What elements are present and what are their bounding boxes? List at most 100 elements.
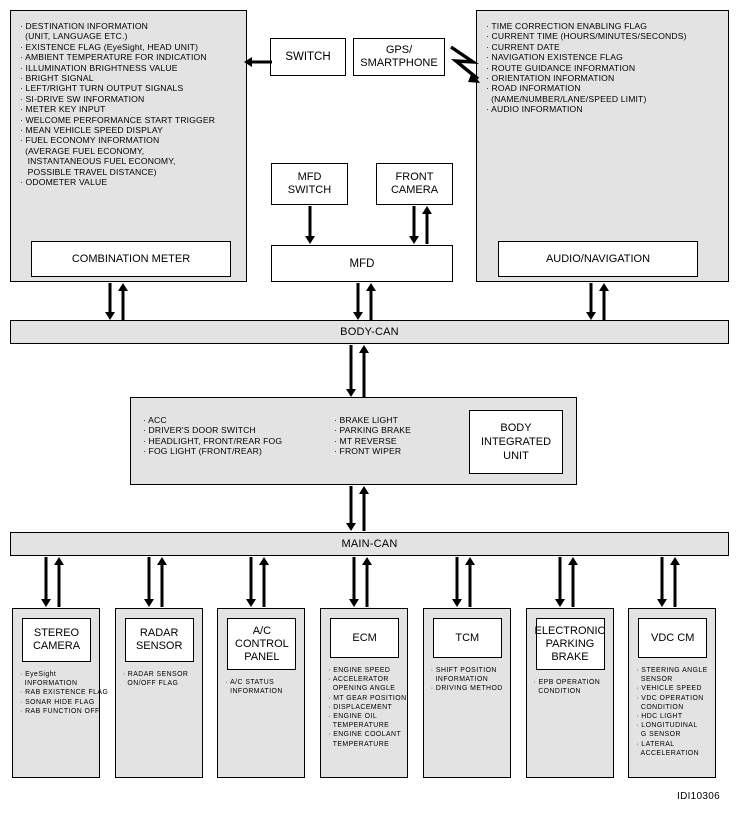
module-signal-list: · A/C STATUS INFORMATION — [225, 678, 301, 696]
signal-line: · METER KEY INPUT — [20, 104, 106, 115]
arrow-mfd-switch-to-mfd — [304, 206, 316, 244]
signal-line: OPENING ANGLE — [328, 685, 396, 693]
arrow-bodycan-to-meter — [117, 283, 129, 320]
signal-line: · DRIVING METHOD — [430, 685, 503, 693]
signal-line: · ROUTE GUIDANCE INFORMATION — [486, 62, 636, 73]
arrow-module-to-maincan — [53, 557, 65, 607]
arrow-bodycan-to-mfd — [365, 283, 377, 320]
signal-line: · MT REVERSE — [334, 435, 397, 446]
combination-meter-signal-list: · DESTINATION INFORMATION (UNIT, LANGUAG… — [20, 21, 240, 188]
signal-line: · HDC LIGHT — [636, 713, 683, 721]
signal-line: · SONAR HIDE FLAG — [20, 698, 95, 706]
gps-smartphone-box[interactable]: GPS/ SMARTPHONE — [353, 38, 445, 76]
module-title-label: TCM — [455, 631, 480, 644]
arrow-switch-to-meter — [244, 57, 272, 67]
signal-line: ACCELERATION — [636, 749, 700, 757]
signal-line: (AVERAGE FUEL ECONOMY, — [20, 145, 145, 156]
signal-line: · CURRENT TIME (HOURS/MINUTES/SECONDS) — [486, 31, 687, 42]
arrow-maincan-to-module — [40, 557, 52, 607]
signal-line: · EyeSight — [20, 671, 57, 678]
signal-line: CONDITION — [533, 688, 581, 696]
body-can-bus: BODY-CAN — [10, 320, 729, 344]
biu-signal-list-right: · BRAKE LIGHT· PARKING BRAKE· MT REVERSE… — [334, 415, 494, 457]
signal-line: · AUDIO INFORMATION — [486, 104, 583, 115]
arrow-module-to-maincan — [258, 557, 270, 607]
mfd-box[interactable]: MFD — [271, 245, 453, 282]
signal-line: · FOG LIGHT (FRONT/REAR) — [143, 446, 262, 457]
signal-line: · LATERAL — [636, 740, 675, 748]
module-title-label: A/C CONTROL PANEL — [235, 624, 289, 663]
signal-line: SENSOR — [636, 676, 673, 684]
module-title-box[interactable]: RADAR SENSOR — [124, 618, 194, 662]
mfd-switch-label: MFD SWITCH — [287, 171, 332, 196]
module-panel: STEREO CAMERA· EyeSight INFORMATION· RAB… — [12, 608, 108, 778]
signal-line: · STEERING ANGLE — [636, 667, 708, 674]
module-title-box[interactable]: ECM — [330, 618, 400, 658]
arrow-biu-to-bodycan — [358, 345, 370, 397]
signal-line: INSTANTANEOUS FUEL ECONOMY, — [20, 156, 176, 167]
switch-box[interactable]: SWITCH — [270, 38, 346, 76]
arrow-maincan-to-module — [451, 557, 463, 607]
module-title-box[interactable]: STEREO CAMERA — [22, 618, 91, 662]
signal-line: · ENGINE COOLANT — [328, 731, 402, 739]
module-signal-list: · EyeSight INFORMATION· RAB EXISTENCE FL… — [20, 670, 108, 716]
signal-line: (UNIT, LANGUAGE ETC.) — [20, 31, 128, 42]
main-can-bus: MAIN-CAN — [10, 532, 729, 556]
signal-line: · RAB FUNCTION OFF — [20, 707, 100, 715]
signal-line: · ACCELERATOR — [328, 676, 389, 684]
module-panel: ELECTRONIC PARKING BRAKE · EPB OPERATION … — [525, 608, 614, 778]
mfd-switch-box[interactable]: MFD SWITCH — [271, 163, 348, 205]
signal-line: POSSIBLE TRAVEL DISTANCE) — [20, 166, 157, 177]
combination-meter-box: COMBINATION METER — [31, 241, 231, 277]
module-panel: RADAR SENSOR · RADAR SENSOR ON/OFF FLAG — [114, 608, 203, 778]
signal-line: · NAVIGATION EXISTENCE FLAG — [486, 52, 623, 63]
mfd-label: MFD — [349, 257, 375, 270]
front-camera-box[interactable]: FRONT CAMERA — [376, 163, 453, 205]
signal-line: · SHIFT POSITION — [430, 667, 497, 674]
signal-line: · A/C STATUS — [225, 679, 275, 686]
audio-navigation-box: AUDIO/NAVIGATION — [498, 241, 698, 277]
arrow-module-to-maincan — [567, 557, 579, 607]
signal-line: · WELCOME PERFORMANCE START TRIGGER — [20, 114, 216, 125]
signal-line: · FRONT WIPER — [334, 446, 402, 457]
front-camera-label: FRONT CAMERA — [390, 171, 439, 196]
module-title-box[interactable]: VDC CM — [638, 618, 708, 658]
arrow-mfd-to-front-camera — [421, 206, 433, 244]
arrow-front-camera-to-mfd — [408, 206, 420, 244]
body-integrated-unit-label: BODY INTEGRATED UNIT — [480, 422, 552, 462]
signal-line: · ODOMETER VALUE — [20, 177, 108, 188]
signal-line: INFORMATION — [20, 680, 78, 688]
module-signal-list: · RADAR SENSOR ON/OFF FLAG — [123, 670, 199, 688]
module-title-box[interactable]: TCM — [432, 618, 502, 658]
body-integrated-unit-box: BODY INTEGRATED UNIT — [469, 410, 563, 474]
combination-meter-panel: · DESTINATION INFORMATION (UNIT, LANGUAG… — [10, 10, 247, 282]
signal-line: · DISPLACEMENT — [328, 703, 393, 711]
signal-line: ON/OFF FLAG — [122, 680, 179, 688]
module-signal-list: · ENGINE SPEED · ACCELERATOR OPENING ANGL… — [328, 666, 407, 749]
signal-line: TEMPERATURE — [328, 740, 390, 748]
signal-line: · VDC OPERATION — [636, 694, 704, 702]
signal-line: · RADAR SENSOR — [122, 671, 189, 678]
arrow-maincan-to-module — [554, 557, 566, 607]
signal-line: G SENSOR — [636, 731, 681, 739]
module-title-label: RADAR SENSOR — [135, 627, 183, 652]
module-title-box[interactable]: A/C CONTROL PANEL — [227, 618, 297, 670]
signal-line: · DRIVER'S DOOR SWITCH — [143, 425, 256, 436]
module-signal-list: · SHIFT POSITION INFORMATION· DRIVING ME… — [431, 666, 507, 694]
arrow-module-to-maincan — [156, 557, 168, 607]
module-signal-list: · EPB OPERATION CONDITION — [534, 678, 610, 696]
arrow-mfd-to-bodycan — [352, 283, 364, 320]
main-can-label: MAIN-CAN — [341, 538, 398, 550]
signal-line: · EXISTENCE FLAG (EyeSight, HEAD UNIT) — [20, 41, 199, 52]
signal-line: · ENGINE SPEED — [328, 667, 391, 674]
module-title-label: STEREO CAMERA — [32, 627, 81, 652]
signal-line: · HEADLIGHT, FRONT/REAR FOG — [143, 435, 283, 446]
module-title-box[interactable]: ELECTRONIC PARKING BRAKE — [535, 618, 605, 670]
module-panel: VDC CM· STEERING ANGLE SENSOR· VEHICLE S… — [628, 608, 717, 778]
audio-navigation-label: AUDIO/NAVIGATION — [545, 253, 651, 265]
signal-line: · MT GEAR POSITION — [328, 694, 407, 702]
signal-line: · EPB OPERATION — [533, 679, 601, 686]
signal-line: INFORMATION — [225, 688, 283, 696]
signal-line: · FUEL ECONOMY INFORMATION — [20, 135, 160, 146]
